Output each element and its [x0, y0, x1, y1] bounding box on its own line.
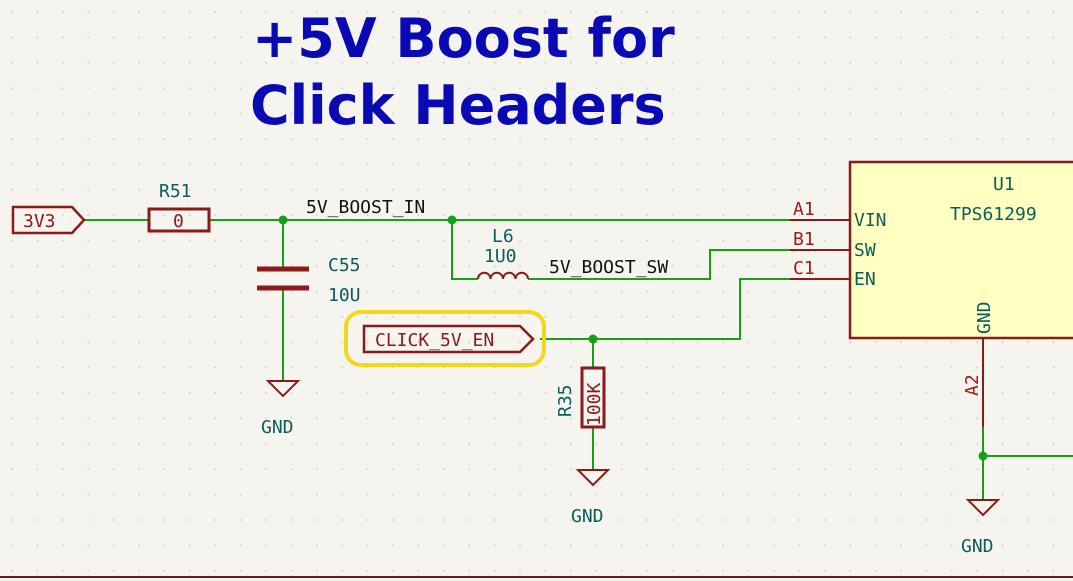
junction-dot	[588, 334, 598, 344]
junction-dot	[278, 215, 288, 225]
wire-5v-boost-sw	[528, 249, 790, 280]
wires	[84, 219, 1073, 500]
highlight-box	[344, 310, 546, 367]
capacitor-c55[interactable]: C55 10U	[257, 255, 361, 306]
pin-name-en: EN	[854, 269, 876, 290]
pin-number-a1: A1	[793, 199, 815, 220]
r35-value: 100K	[584, 382, 605, 426]
net-label-5v-boost-in: 5V_BOOST_IN	[306, 197, 425, 218]
gnd-symbol-c55: GND	[261, 380, 301, 438]
resistor-r51[interactable]: R51 0	[147, 181, 211, 233]
u1-ref: U1	[993, 174, 1015, 195]
gnd-symbol-u1: GND	[961, 499, 1001, 557]
ic-u1[interactable]: U1 TPS61299 VIN SW EN GND	[848, 160, 1073, 340]
r51-ref: R51	[159, 181, 192, 202]
c55-value: 10U	[328, 285, 361, 306]
u1-pins: A1 B1 C1 A2	[790, 199, 984, 427]
gnd-text: GND	[571, 506, 604, 527]
label-click-5v-en-text: CLICK_5V_EN	[375, 330, 494, 351]
pin-number-b1: B1	[793, 229, 815, 250]
r51-value: 0	[173, 211, 184, 232]
pin-name-sw: SW	[854, 240, 876, 261]
title-line-2: Click Headers	[250, 74, 666, 137]
label-click-5v-en[interactable]: CLICK_5V_EN	[344, 310, 546, 367]
title-line-1: +5V Boost for	[252, 7, 675, 70]
c55-ref: C55	[328, 255, 361, 276]
resistor-r35[interactable]: 100K R35	[555, 366, 606, 429]
junction-dot	[447, 215, 457, 225]
wire-click-en	[540, 278, 790, 340]
wire-l6-in	[451, 220, 478, 280]
inductor-l6[interactable]: L6 1U0	[477, 226, 529, 280]
r35-ref: R35	[555, 384, 576, 417]
net-label-5v-boost-sw: 5V_BOOST_SW	[549, 257, 668, 278]
gnd-text: GND	[261, 417, 294, 438]
label-3v3-text: 3V3	[23, 211, 56, 232]
l6-ref: L6	[492, 226, 514, 247]
pin-name-gnd: GND	[974, 301, 995, 334]
l6-value: 1U0	[484, 246, 517, 267]
pin-number-a2: A2	[962, 374, 983, 396]
label-3v3[interactable]: 3V3	[11, 205, 86, 235]
pin-name-vin: VIN	[854, 210, 887, 231]
u1-value: TPS61299	[950, 204, 1037, 225]
gnd-text: GND	[961, 536, 994, 557]
pin-number-c1: C1	[793, 258, 815, 279]
junction-dot	[978, 451, 988, 461]
gnd-symbol-r35: GND	[571, 469, 611, 527]
